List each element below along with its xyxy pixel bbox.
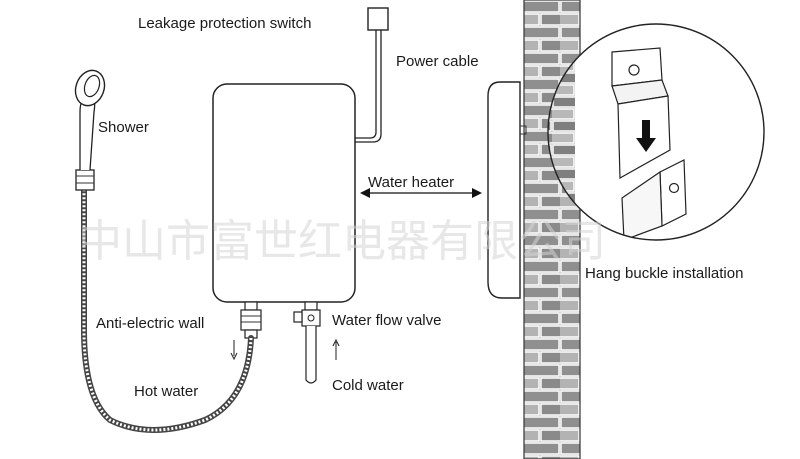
water-flow-valve (293, 301, 321, 384)
label-anti-electric-wall: Anti-electric wall (96, 315, 204, 332)
label-hang-buckle: Hang buckle installation (585, 265, 743, 282)
label-power-cable: Power cable (396, 53, 479, 70)
up-arrow-icon (332, 338, 340, 360)
label-water-flow-valve: Water flow valve (332, 312, 441, 329)
shower-hose (81, 185, 254, 433)
label-hot-water: Hot water (134, 383, 198, 400)
down-arrow-icon (230, 340, 238, 361)
double-headed-arrow-icon (360, 188, 482, 198)
label-shower: Shower (98, 119, 149, 136)
label-cold-water: Cold water (332, 377, 404, 394)
heater-side-view (487, 81, 527, 299)
down-arrow-icon (636, 120, 656, 152)
water-heater-body (212, 83, 356, 303)
label-leakage-switch: Leakage protection switch (138, 15, 311, 32)
shower-head (74, 69, 106, 191)
hang-buckle-detail (547, 23, 765, 241)
watermark-text: 中山市富世红电器有限公司 (78, 216, 606, 267)
anti-electric-wall-fitting (240, 301, 262, 339)
label-water-heater: Water heater (368, 174, 454, 191)
leakage-switch (354, 7, 389, 143)
